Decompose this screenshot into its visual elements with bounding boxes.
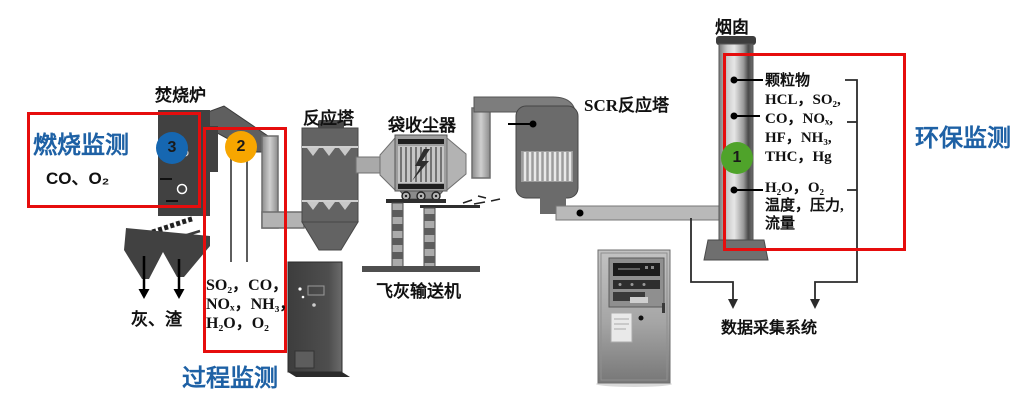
ash-hoppers	[124, 228, 210, 279]
process-sampling-probes	[230, 150, 248, 262]
analyzer-cabinet-process	[287, 261, 350, 377]
env-param-line: HCL，SO₂,	[765, 92, 841, 108]
env-param-line: THC，Hg	[765, 149, 832, 165]
label-scr-reactor: SCR反应塔	[584, 96, 670, 115]
fly-ash-conveyor	[362, 195, 501, 272]
incinerator	[124, 105, 269, 299]
monitoring-point-badge-1: 1	[721, 142, 753, 174]
duct-incinerator-to-tower	[261, 135, 305, 229]
label-fly-ash-conveyor: 飞灰输送机	[376, 282, 461, 301]
sensor-point	[730, 112, 738, 120]
down-arrow-icon	[810, 299, 820, 309]
down-arrow-icon	[138, 256, 150, 299]
combustion-monitoring-frame	[27, 112, 201, 208]
env-param-line: HF，NH₃,	[765, 130, 832, 146]
data-acquisition-lines	[690, 79, 858, 309]
environmental-parameters-top: 颗粒物 HCL，SO₂, CO，NOₓ, HF，NH₃, THC，Hg	[765, 72, 841, 167]
process-parameters: SO₂，CO， NOₓ，NH₃， H₂O，O₂	[206, 276, 295, 333]
monitoring-point-badge-3: 3	[156, 132, 188, 164]
label-bag-dust-collector: 袋收尘器	[388, 116, 456, 135]
label-data-acquisition: 数据采集系统	[721, 320, 818, 337]
sensor-point	[576, 209, 584, 217]
label-stack: 烟囱	[715, 18, 749, 37]
combustion-monitoring-title: 燃烧监测	[33, 132, 129, 159]
badge-number: 1	[732, 149, 742, 166]
label-ash-slag: 灰、渣	[131, 310, 182, 329]
down-arrow-icon	[173, 259, 185, 299]
env-param-line: 颗粒物	[765, 73, 811, 89]
process-param-line: H₂O，O₂	[206, 315, 269, 332]
duct-scr-to-stack	[555, 205, 721, 221]
env-param-line: 温度，压力,	[765, 198, 844, 214]
env-param-line: H₂O，O₂	[765, 180, 824, 196]
bag-dust-collector	[379, 134, 467, 201]
sensor-point	[730, 186, 738, 194]
environmental-monitoring-title: 环保监测	[915, 125, 1011, 152]
env-param-line: CO，NOₓ,	[765, 111, 834, 127]
process-monitoring-title: 过程监测	[182, 365, 278, 392]
label-incinerator: 焚烧炉	[155, 86, 206, 105]
badge-number: 3	[167, 139, 177, 156]
process-param-line: NOₓ，NH₃，	[206, 296, 296, 313]
label-reaction-tower: 反应塔	[303, 109, 354, 128]
env-param-line: 流量	[765, 216, 796, 232]
down-arrow-icon	[728, 299, 738, 309]
environmental-parameters-bottom: H₂O，O₂ 温度，压力, 流量	[765, 179, 844, 233]
sensor-point	[730, 76, 738, 84]
cems-cabinet	[596, 249, 672, 387]
process-param-line: SO₂，CO，	[206, 277, 289, 294]
process-monitoring-frame	[203, 127, 287, 353]
sensor-point	[529, 120, 537, 128]
badge-number: 2	[236, 138, 246, 155]
combustion-parameters: CO、O₂	[46, 169, 110, 188]
reaction-tower	[301, 120, 381, 251]
lightning-icon	[412, 149, 430, 181]
monitoring-point-badge-2: 2	[225, 131, 257, 163]
scr-reactor	[508, 105, 579, 214]
